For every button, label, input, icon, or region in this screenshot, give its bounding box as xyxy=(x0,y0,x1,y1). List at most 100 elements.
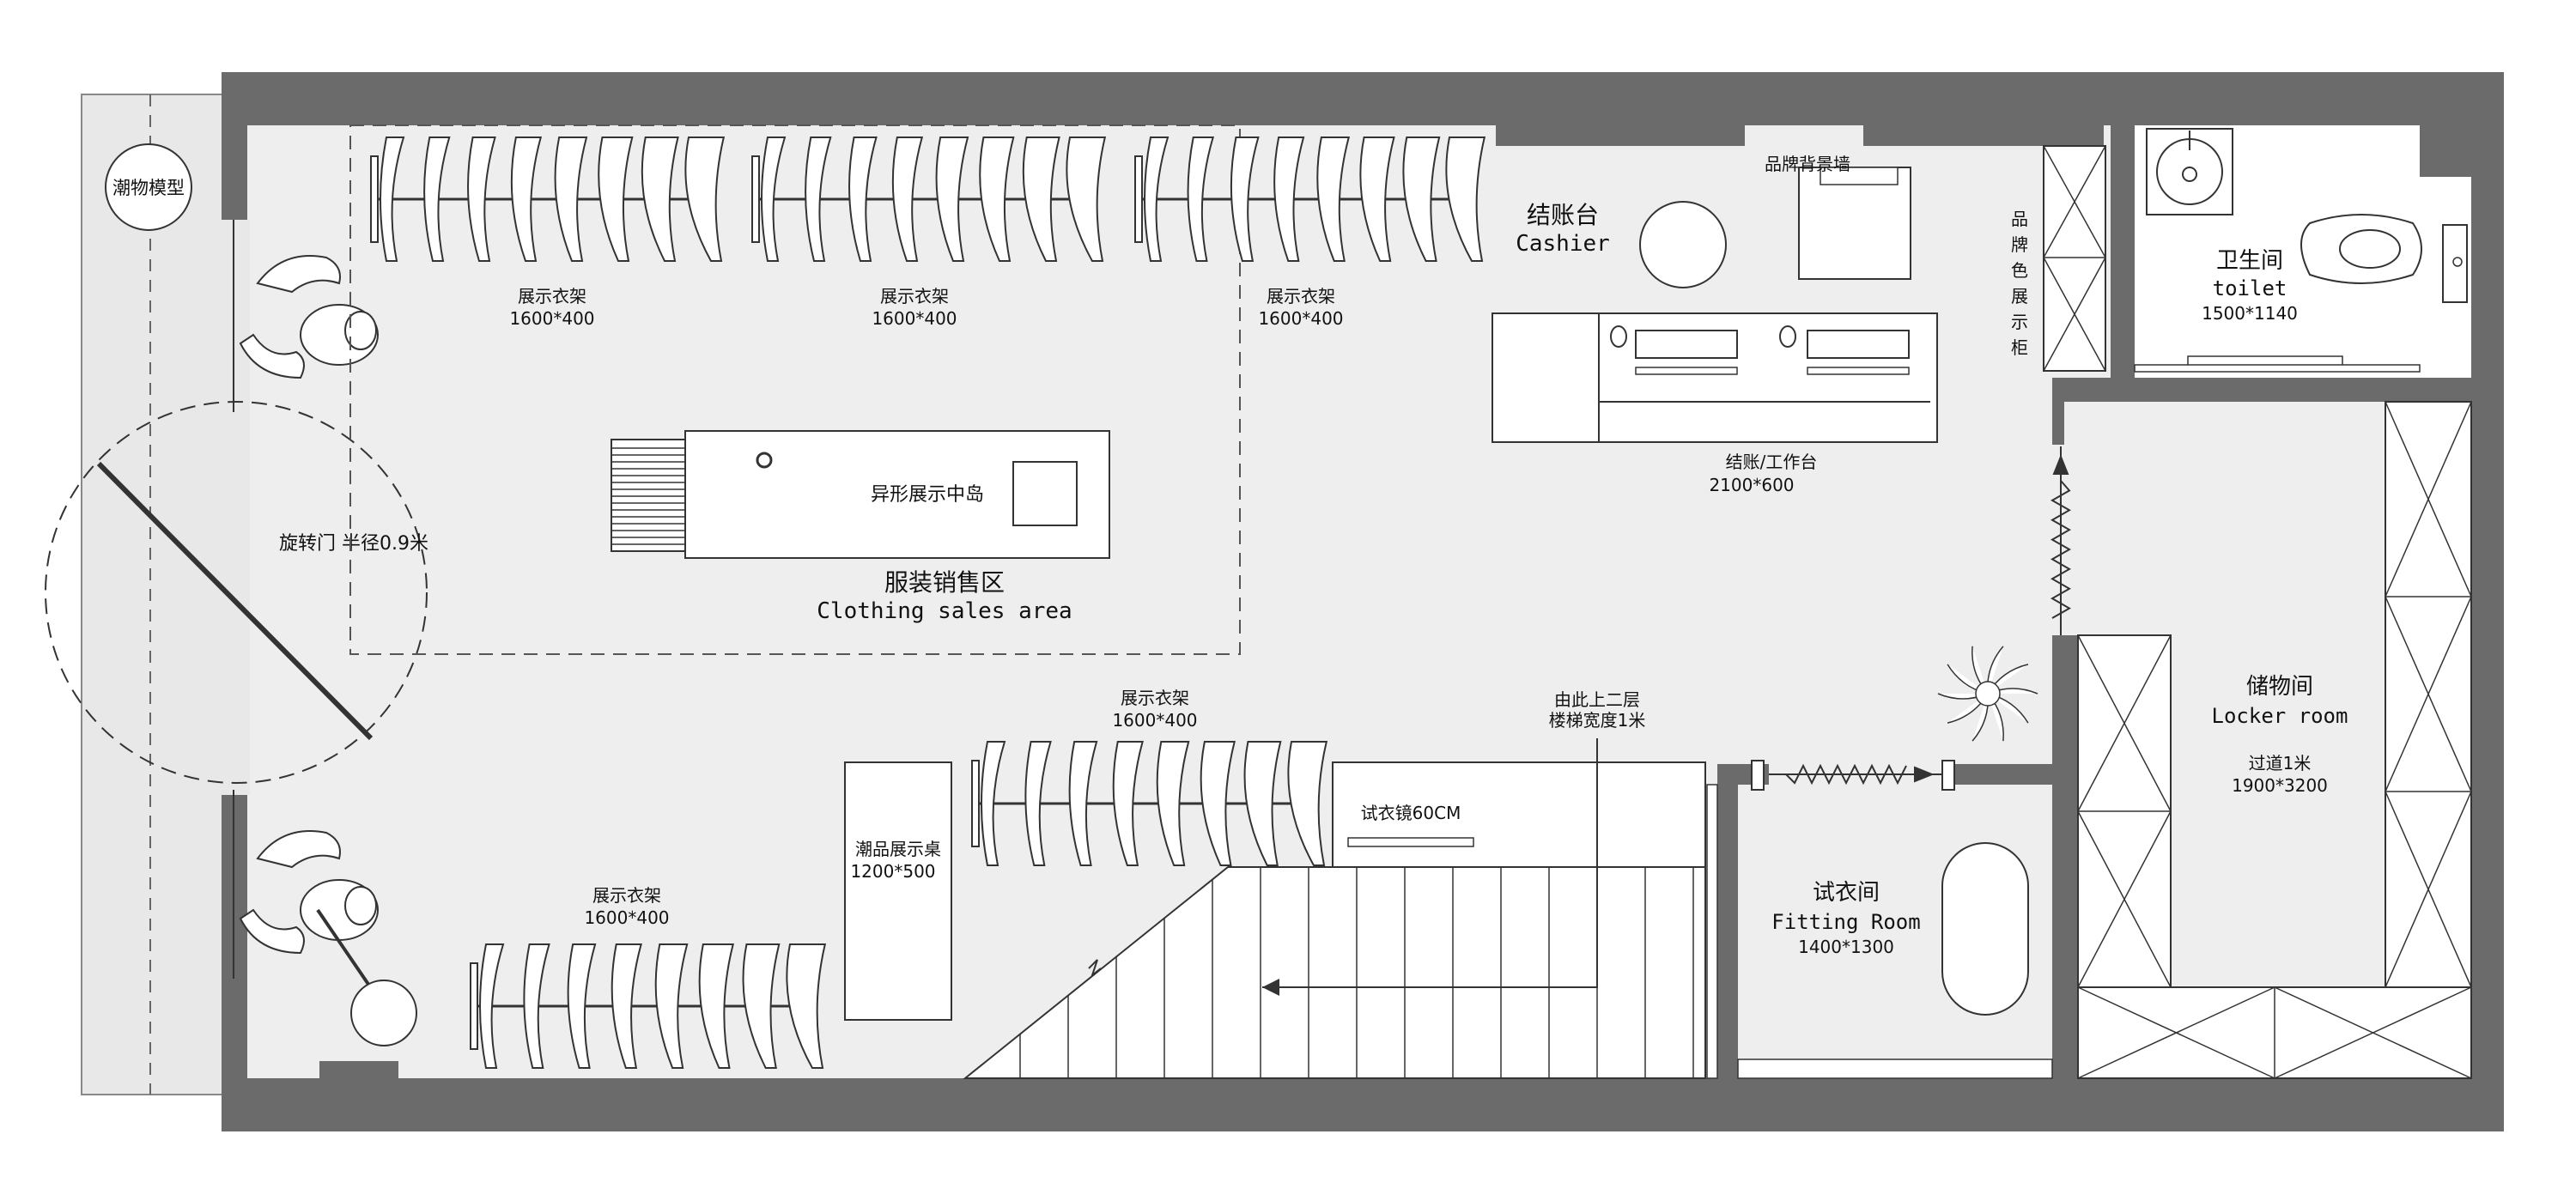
toilet-size-label: 1500*1140 xyxy=(2202,303,2298,324)
stairs-label-1: 由此上二层 xyxy=(1554,689,1640,710)
trend-table-label: 潮品展示桌 xyxy=(855,839,941,859)
hanger xyxy=(761,136,787,262)
hanger xyxy=(467,136,496,262)
hanger xyxy=(1024,741,1052,866)
hanger xyxy=(479,943,505,1069)
cashier-title-cn: 结账台 xyxy=(1527,201,1599,229)
locker-size-label: 1900*3200 xyxy=(2232,775,2328,796)
hanger xyxy=(423,136,451,262)
brand-wall-chair xyxy=(1798,167,1911,280)
hanger xyxy=(554,136,588,262)
brand-cabinet-char: 牌 xyxy=(2011,234,2028,255)
hanger xyxy=(1273,136,1305,262)
display-island: 异形展示中岛 xyxy=(611,430,1110,559)
hanger xyxy=(698,943,734,1069)
brand-cabinet-char: 柜 xyxy=(2011,337,2028,358)
plant-icon xyxy=(1937,646,2038,742)
rack-size-label: 1600*400 xyxy=(509,308,594,329)
cashier-round-table xyxy=(1639,201,1727,288)
entrance-strip xyxy=(81,94,224,1095)
hanger xyxy=(1402,136,1441,262)
fitting-size-label: 1400*1300 xyxy=(1798,937,1894,957)
door-locker xyxy=(2050,446,2072,635)
cashier-title-en: Cashier xyxy=(1516,231,1610,257)
hanger xyxy=(981,741,1006,866)
locker-room xyxy=(2077,401,2472,1079)
hanger xyxy=(380,136,405,262)
hanger xyxy=(742,943,781,1069)
brand-cabinet-char: 展 xyxy=(2011,286,2028,306)
hanger xyxy=(805,136,832,262)
hanger xyxy=(1112,741,1144,866)
checkout-counter xyxy=(1492,312,1938,443)
locker-title-en: Locker room xyxy=(2212,704,2348,728)
toilet-title-en: toilet xyxy=(2213,276,2287,300)
rack-label: 展示衣架 xyxy=(518,286,586,306)
hanger xyxy=(1200,741,1236,866)
revolving-door-label: 旋转门 半径0.9米 xyxy=(279,533,428,555)
sales-area-boundary xyxy=(349,124,1241,655)
rack-label: 展示衣架 xyxy=(592,885,661,906)
hanger xyxy=(1359,136,1395,262)
hanger xyxy=(523,943,550,1069)
rack-size-label: 1600*400 xyxy=(872,308,957,329)
hanger xyxy=(1022,136,1060,262)
hanger xyxy=(1068,741,1098,866)
locker-passage-label: 过道1米 xyxy=(2249,753,2312,773)
hanger xyxy=(641,136,679,262)
hanger xyxy=(1287,741,1328,866)
counter-label: 结账/工作台 xyxy=(1726,452,1818,472)
hanger xyxy=(1144,136,1170,262)
clothing-rack xyxy=(470,943,827,1069)
locker-title-cn: 储物间 xyxy=(2246,674,2313,700)
mannequin-icon xyxy=(239,255,379,379)
rack-size-label: 1600*400 xyxy=(1112,710,1197,731)
hanger xyxy=(786,943,827,1069)
poster-lightbox xyxy=(1706,784,1718,1079)
hanger xyxy=(1316,136,1351,262)
fitting-ottoman xyxy=(1941,842,2029,1016)
trend-display-table xyxy=(844,761,952,1021)
brand-wall-label: 品牌背景墙 xyxy=(1765,154,1850,174)
clothing-rack xyxy=(971,741,1328,866)
rack-label: 展示衣架 xyxy=(880,286,949,306)
stairs-label-2: 楼梯宽度1米 xyxy=(1549,710,1646,731)
racks-layer xyxy=(370,136,1486,1069)
revolving-door: 旋转门 半径0.9米 xyxy=(45,220,428,979)
brand-cabinet-label: 品 牌 色 展 示 柜 xyxy=(2011,209,2028,358)
brand-color-cabinet xyxy=(2043,145,2106,372)
fitting-title-cn: 试衣间 xyxy=(1813,880,1880,906)
sales-area-title-cn: 服装销售区 xyxy=(884,568,1005,597)
trend-table-size-label: 1200*500 xyxy=(850,861,935,882)
rack-label: 展示衣架 xyxy=(1121,688,1189,708)
hanger xyxy=(684,136,726,262)
rack-size-label: 1600*400 xyxy=(1258,308,1343,329)
counter-size-label: 2100*600 xyxy=(1709,475,1794,495)
hanger xyxy=(848,136,878,262)
model-display: 潮物模型 xyxy=(105,143,192,231)
hanger xyxy=(891,136,924,262)
mannequin-icon xyxy=(239,830,417,1046)
brand-cabinet-char: 品 xyxy=(2011,209,2028,229)
toilet-title-cn: 卫生间 xyxy=(2216,248,2283,274)
hanger xyxy=(1445,136,1486,262)
hanger xyxy=(598,136,634,262)
mirror-label: 试衣镜60CM xyxy=(1361,803,1461,823)
hanger xyxy=(1187,136,1215,262)
hanger xyxy=(1230,136,1260,262)
hanger xyxy=(654,943,689,1069)
brand-cabinet-char: 色 xyxy=(2011,260,2028,281)
hanger xyxy=(510,136,543,262)
inner-walls xyxy=(1717,125,2471,1078)
fitting-title-en: Fitting Room xyxy=(1771,910,1920,934)
rack-size-label: 1600*400 xyxy=(584,907,669,928)
clothing-rack xyxy=(370,136,726,262)
brand-cabinet-char: 示 xyxy=(2011,312,2028,332)
clothing-rack xyxy=(751,136,1107,262)
sales-area-title-en: Clothing sales area xyxy=(817,598,1072,624)
island-label: 异形展示中岛 xyxy=(871,484,984,506)
hanger xyxy=(935,136,969,262)
hanger xyxy=(979,136,1015,262)
model-label: 潮物模型 xyxy=(112,178,185,198)
